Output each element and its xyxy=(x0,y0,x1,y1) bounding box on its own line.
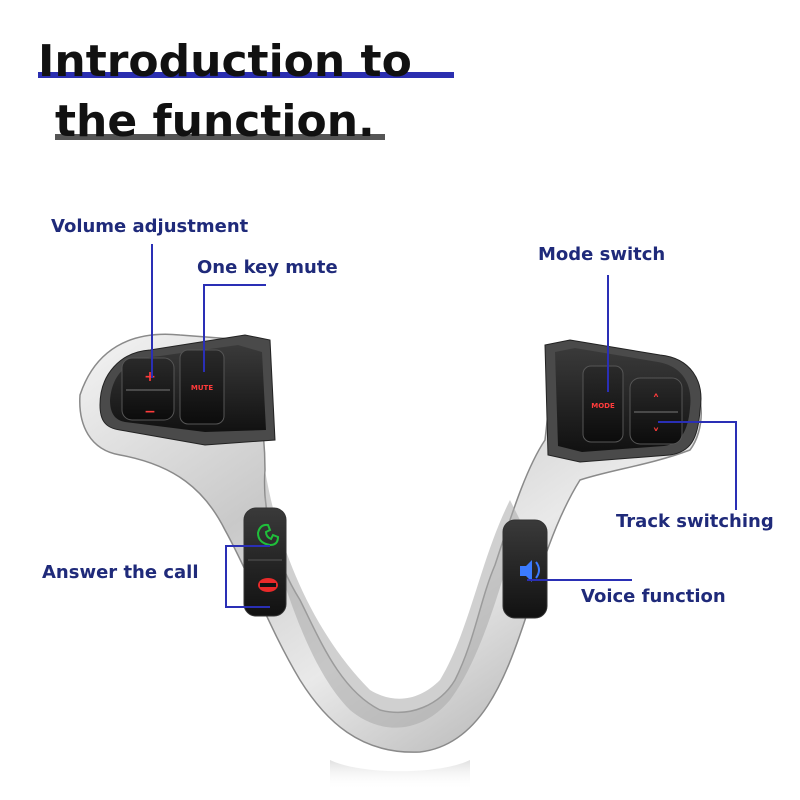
mode-switch-label: Mode switch xyxy=(538,244,666,265)
page-title-line-1: Introduction to xyxy=(38,36,412,87)
track-up-key-label: ˄ xyxy=(653,393,660,409)
title-underline-2 xyxy=(55,134,385,140)
page-title-line-2: the function. xyxy=(55,96,375,147)
phone-hangup-icon xyxy=(258,578,278,592)
one-key-mute-label: One key mute xyxy=(197,257,338,278)
voice-command-icon xyxy=(520,560,540,582)
mode-key xyxy=(582,365,624,443)
phone-answer-icon xyxy=(256,523,280,547)
voice-function-label: Voice function xyxy=(581,586,726,607)
answer-call-label: Answer the call xyxy=(42,562,199,583)
callout-lines xyxy=(151,244,737,608)
mute-key xyxy=(179,349,225,425)
title-underline-1 xyxy=(38,72,454,78)
surface-reflection xyxy=(330,760,470,790)
mute-key-label: MUTE xyxy=(191,384,213,392)
volume-adjustment-label: Volume adjustment xyxy=(51,216,249,237)
track-rocker xyxy=(629,377,683,445)
bezel-inner-shadow xyxy=(265,470,520,728)
volume-up-key-label: + xyxy=(144,369,156,385)
track-switching-label: Track switching xyxy=(616,511,774,532)
track-down-key-label: ˅ xyxy=(653,427,660,443)
volume-rocker xyxy=(121,357,175,421)
volume-down-key-label: − xyxy=(144,404,156,420)
mode-key-label: MODE xyxy=(591,402,615,410)
